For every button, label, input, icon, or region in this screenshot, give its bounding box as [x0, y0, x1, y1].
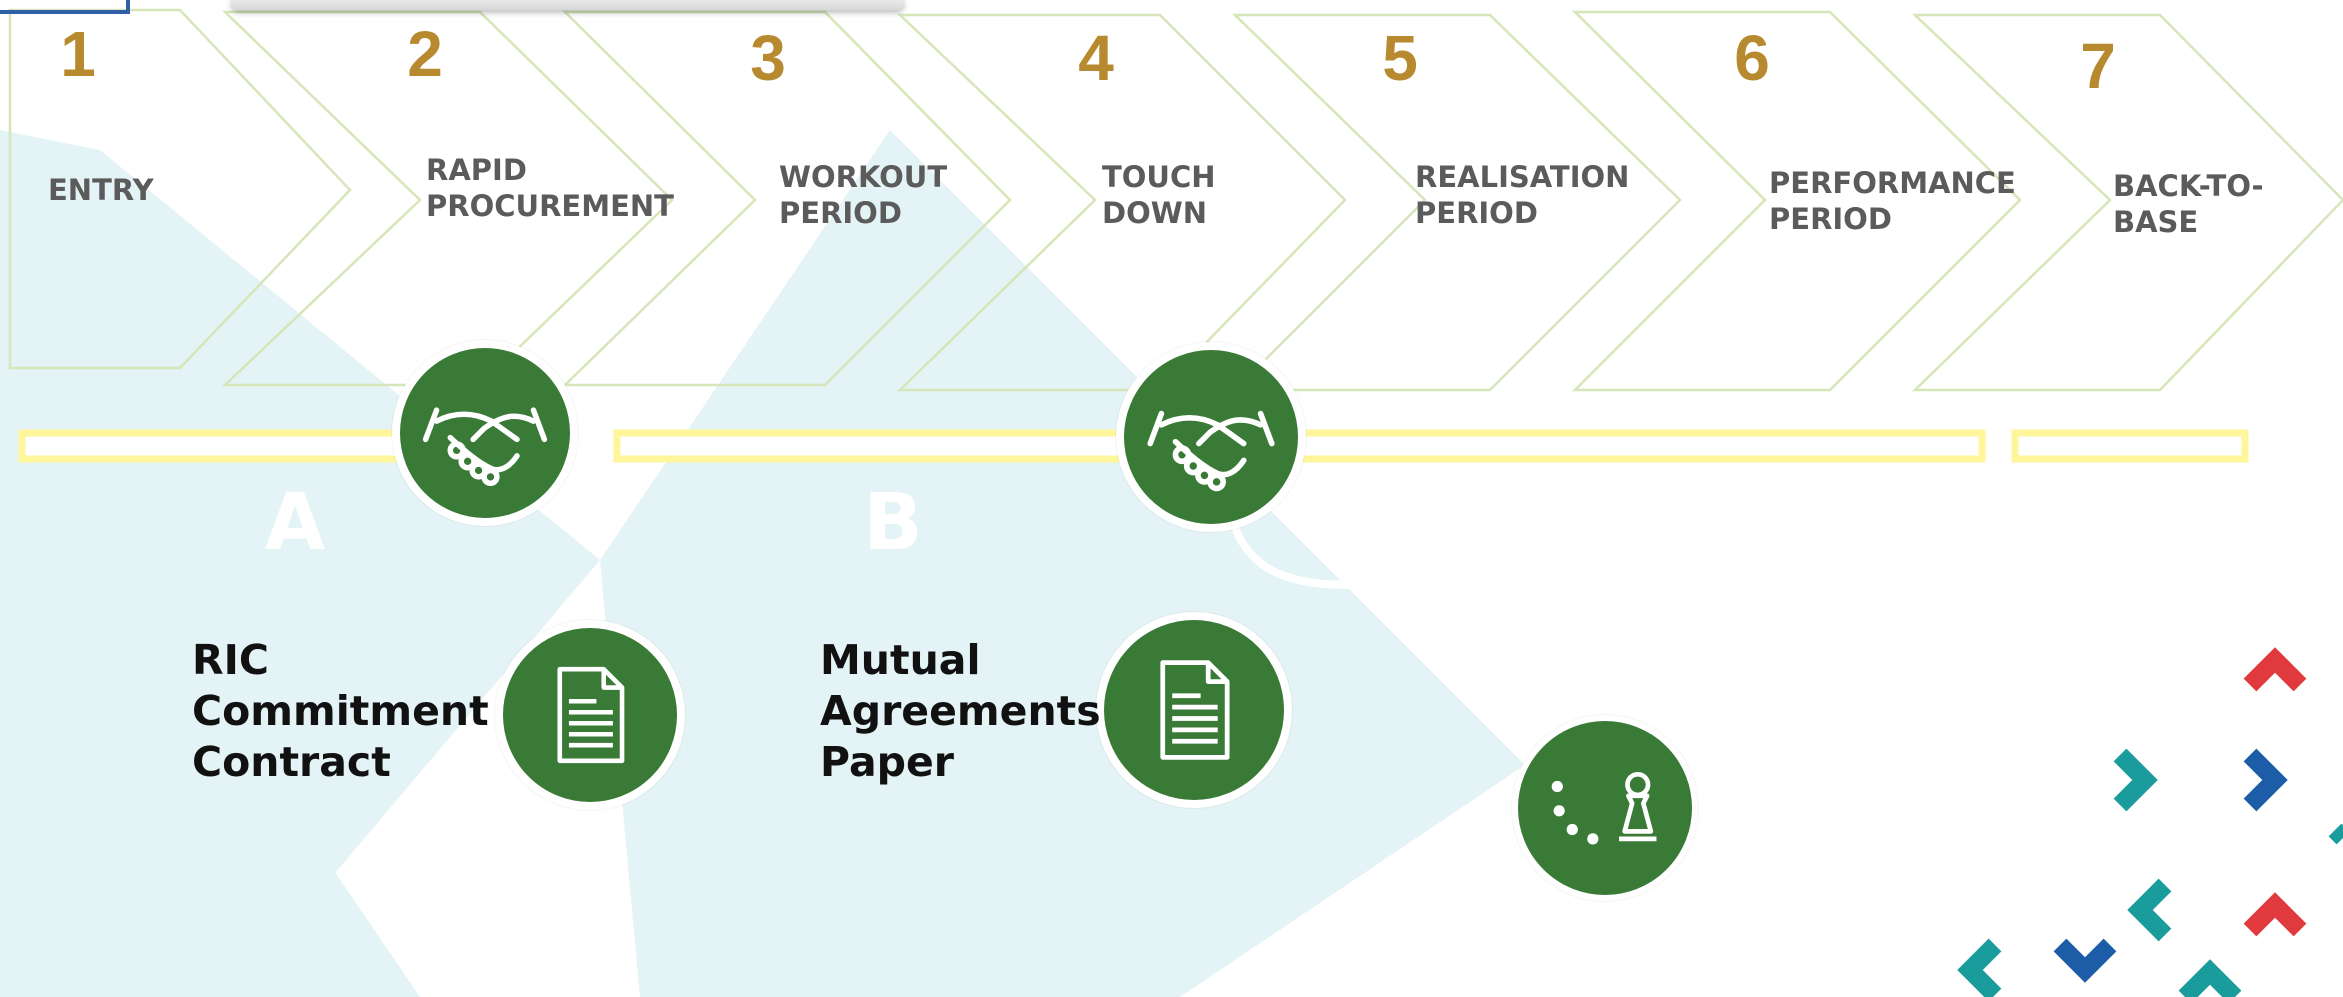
- document-icon: [1160, 660, 1230, 760]
- corner-frame: [0, 0, 130, 14]
- deliverable-label-2: Mutual Agreements Paper: [820, 636, 1101, 786]
- step-label-6: PERFORMANCE PERIOD: [1769, 166, 2016, 236]
- arrow-down-blue-1: [2053, 938, 2117, 983]
- pawn-path-icon: [1551, 771, 1657, 845]
- top-bar: [230, 0, 905, 10]
- background-band-b: [600, 130, 1525, 997]
- step-label-2: RAPID PROCUREMENT: [426, 153, 674, 223]
- arrow-right-teal-1: [2113, 748, 2158, 812]
- step-label-3: WORKOUT PERIOD: [779, 160, 948, 230]
- step-number-5: 5: [1382, 22, 1418, 94]
- document-icon: [557, 666, 625, 764]
- step-number-6: 6: [1734, 22, 1770, 94]
- timeline-bar-a: [18, 429, 411, 463]
- step-label-4: TOUCH DOWN: [1102, 160, 1216, 230]
- phase-letter-a: A: [264, 478, 326, 568]
- step-number-3: 3: [750, 22, 786, 94]
- document-deliverable-1: [495, 620, 685, 810]
- step-number-2: 2: [407, 18, 443, 90]
- arrow-up-red-2: [2243, 892, 2307, 937]
- step-label-5: REALISATION PERIOD: [1415, 160, 1630, 230]
- arrow-left-teal-1: [2127, 878, 2172, 942]
- arrow-up-red-1: [2243, 647, 2307, 692]
- step-number-1: 1: [60, 18, 96, 90]
- step-number-4: 4: [1078, 22, 1114, 94]
- phase-letter-b: B: [863, 478, 923, 568]
- handshake-icon: [422, 407, 548, 487]
- step-number-7: 7: [2080, 30, 2116, 102]
- arrow-left-teal-2: [1957, 938, 2002, 997]
- arrow-right-teal-2: [2328, 823, 2343, 845]
- arrow-up-teal-1: [2178, 959, 2242, 997]
- document-deliverable-2: [1096, 612, 1292, 808]
- handshake-milestone-2: [1116, 342, 1306, 532]
- step-label-7: BACK-TO- BASE: [2113, 169, 2264, 239]
- handshake-icon: [1147, 410, 1275, 492]
- deliverable-label-1: RIC Commitment Contract: [192, 636, 489, 786]
- arrow-right-blue-1: [2243, 748, 2288, 812]
- timeline-bar-c: [2011, 429, 2249, 463]
- handshake-milestone-1: [392, 340, 578, 526]
- pawn-milestone: [1512, 715, 1698, 901]
- step-label-1: ENTRY: [48, 173, 154, 207]
